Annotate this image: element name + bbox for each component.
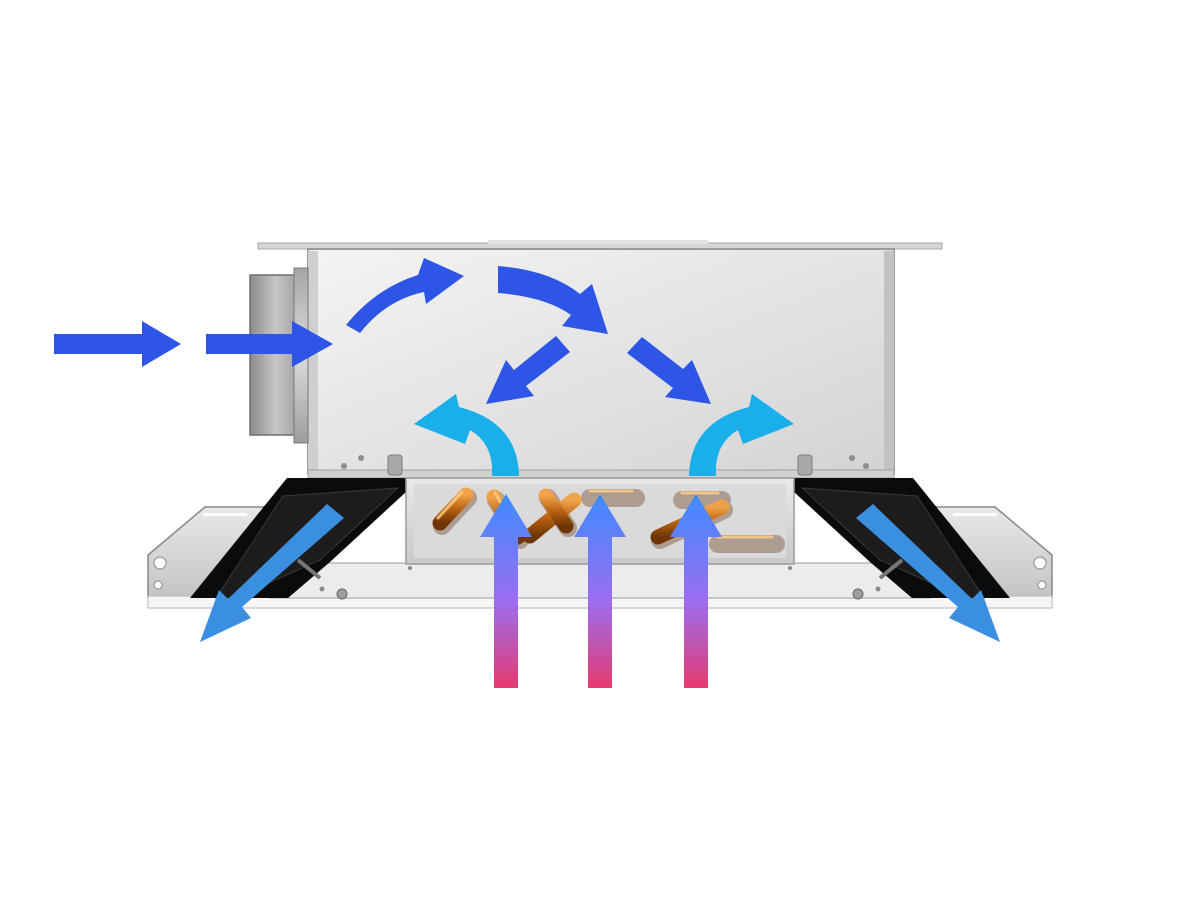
fan-coil-housing (257, 240, 943, 479)
internal-flow-arrows (346, 258, 711, 404)
housing-top-lip (488, 240, 708, 244)
grille-knob-right (852, 588, 864, 600)
right-plate-hole-2 (1037, 580, 1047, 590)
recirculation-arrow-right-icon (689, 394, 794, 476)
warm-air-arrow-1-icon (480, 494, 532, 688)
warm-air-arrow-3-icon (670, 494, 722, 688)
diagonal-arrow-down-right-icon (627, 337, 711, 404)
right-plate-hole (1033, 556, 1047, 570)
warm-air-arrows (480, 494, 722, 688)
curved-arrow-left-icon (346, 258, 464, 333)
housing-peg-left (387, 454, 403, 476)
housing-left-edge (308, 251, 318, 472)
coil-pipe-4 (538, 488, 574, 534)
recirculation-arrow-left-icon (414, 394, 519, 476)
grille-center-frame-screws (319, 566, 881, 592)
right-plate-highlight (953, 513, 997, 516)
right-outlet-rod (878, 558, 904, 580)
outlet-arrow-left-icon (200, 504, 344, 642)
left-outlet-rod (296, 558, 322, 580)
coil-pipe-1 (432, 487, 474, 531)
left-plate-highlight (203, 513, 247, 516)
inlet-arrow-outer (54, 321, 181, 367)
warm-air-arrow-2-icon (574, 494, 626, 688)
left-plate-hole (153, 556, 167, 570)
housing-body (307, 248, 895, 474)
curved-arrow-right-icon (498, 266, 608, 334)
outlet-arrow-right-icon (856, 504, 1000, 642)
inlet-flow-arrows (54, 321, 333, 367)
diagonal-arrow-down-left-icon (486, 336, 570, 404)
housing-right-edge (884, 251, 894, 472)
left-plate-hole-2 (153, 580, 163, 590)
inlet-arrow-inner (206, 321, 333, 367)
housing-peg-right (797, 454, 813, 476)
recirculation-arrows (414, 394, 794, 476)
grille-knob-left (336, 588, 348, 600)
housing-screws (341, 455, 869, 469)
outlet-flow-arrows (200, 504, 1000, 642)
